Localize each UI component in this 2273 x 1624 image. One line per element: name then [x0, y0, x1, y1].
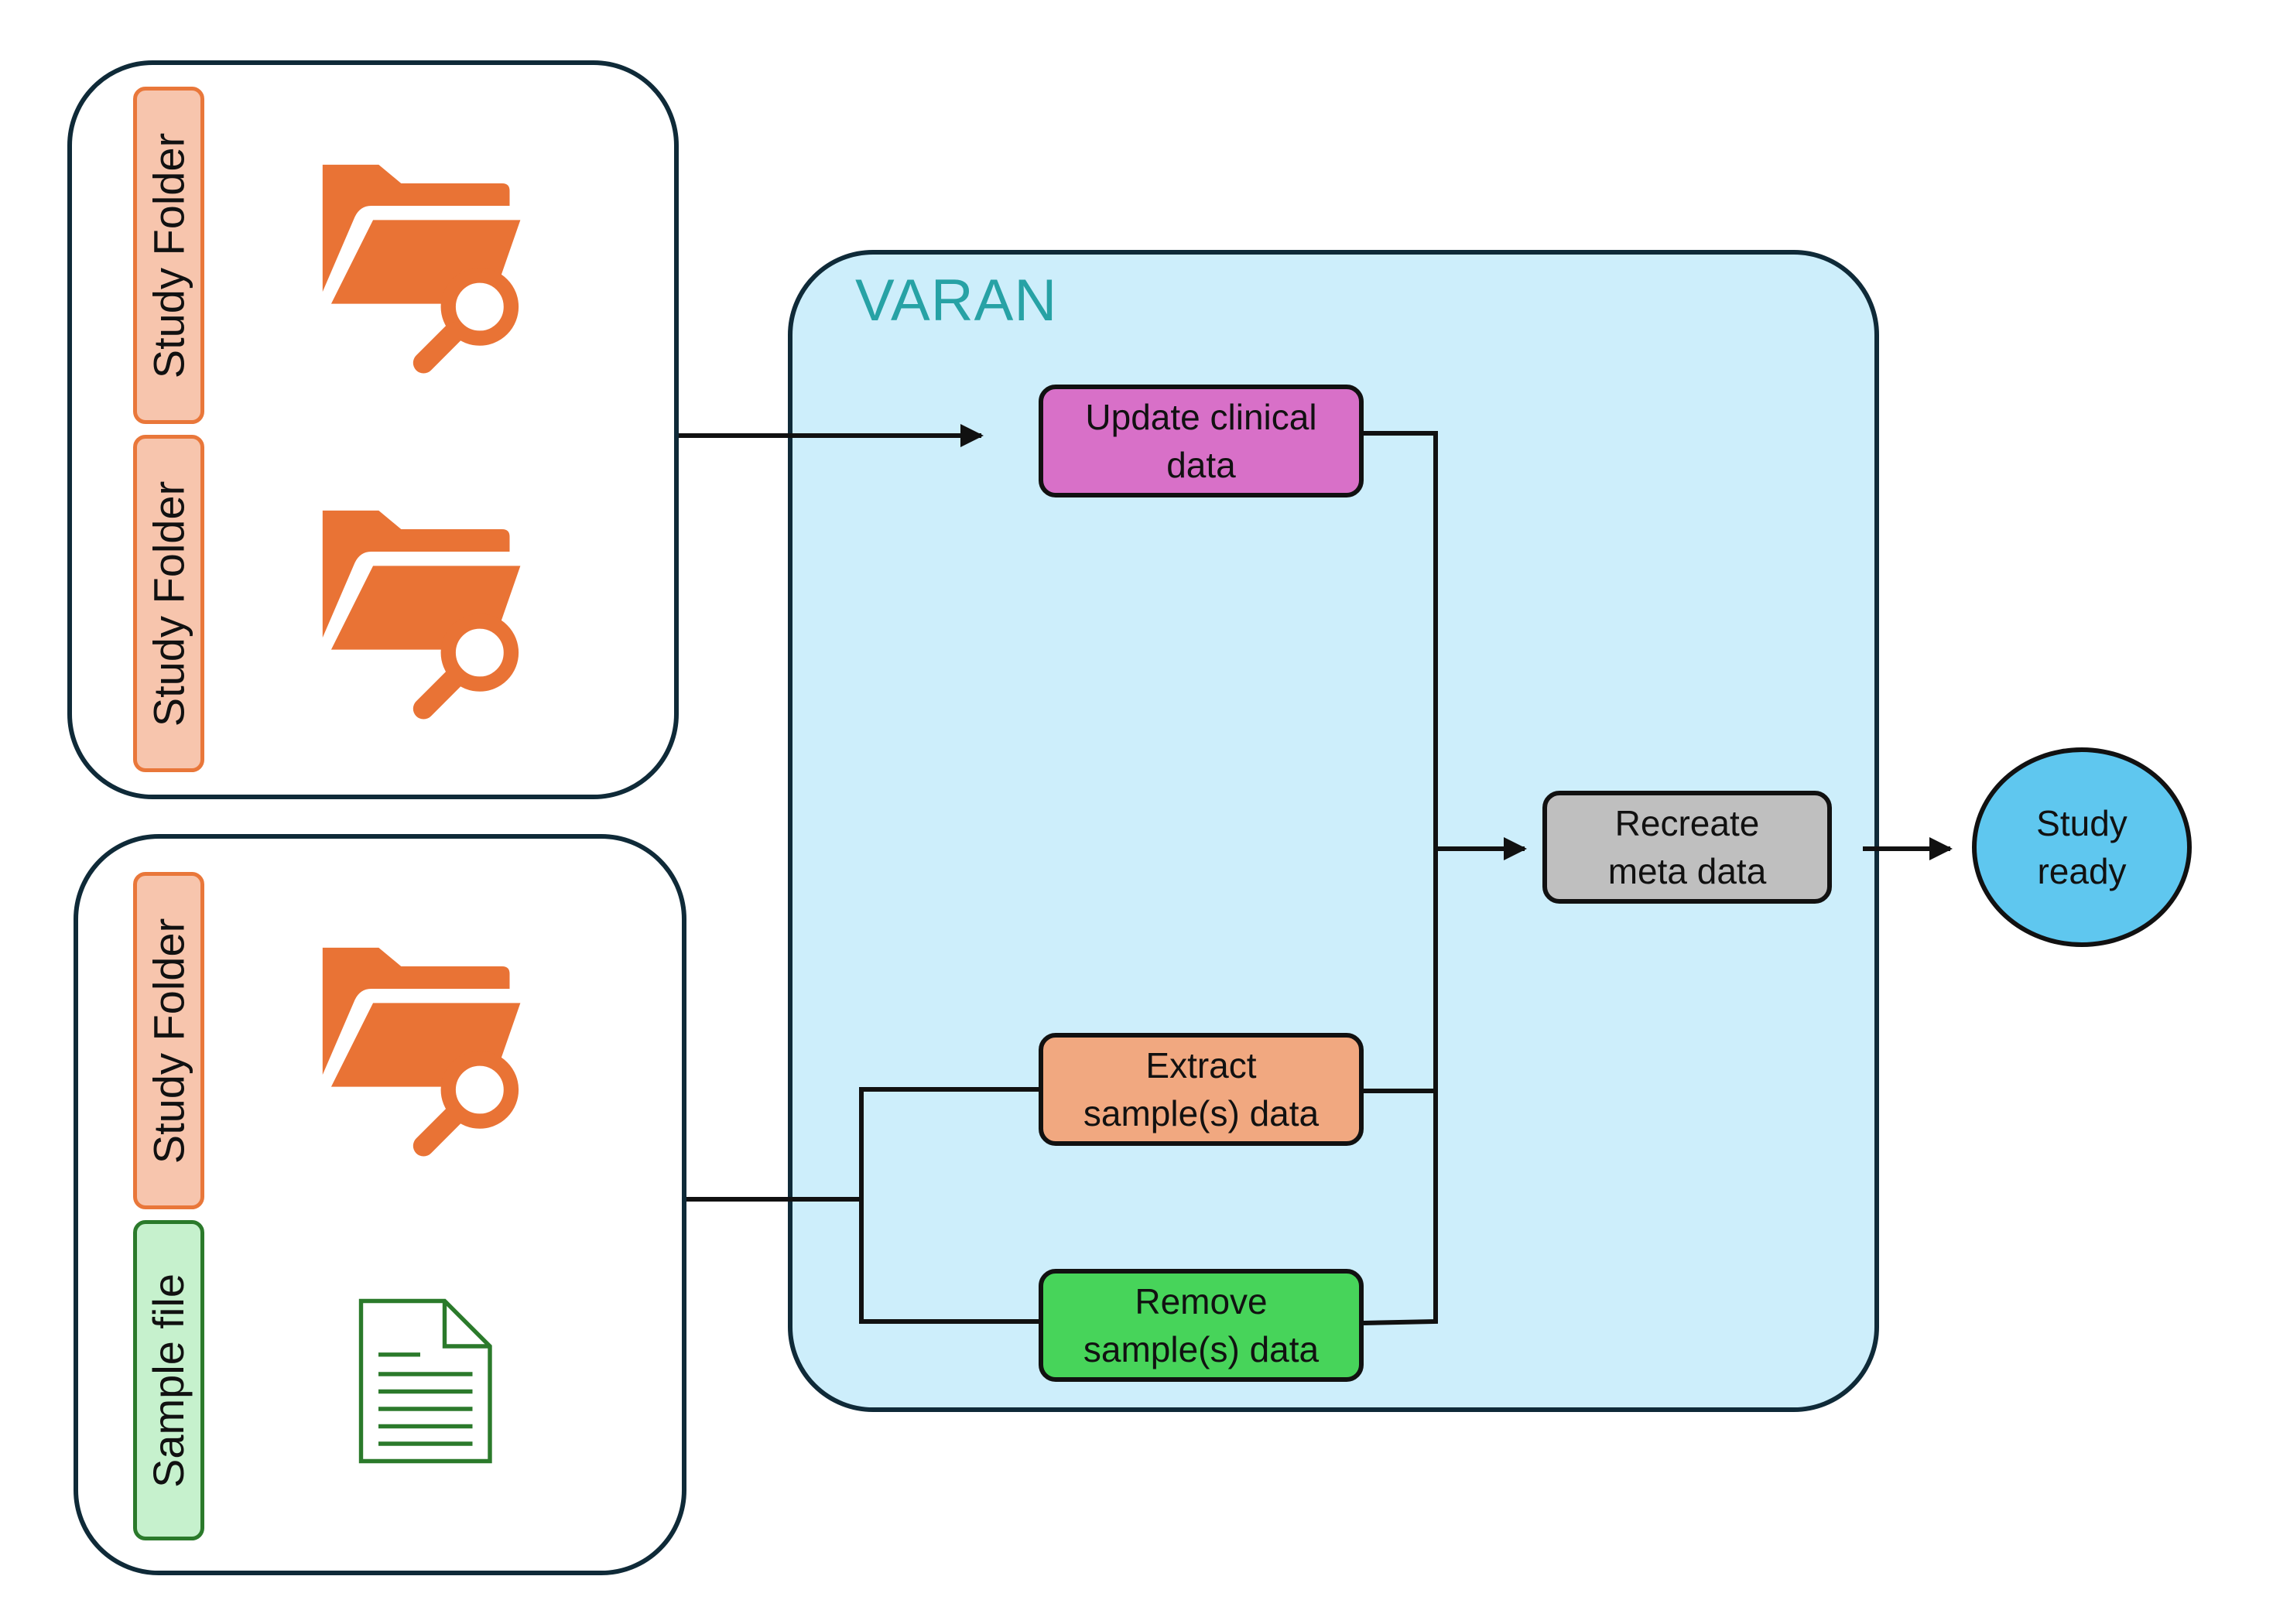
recreate-meta-data-step: Recreate meta data: [1542, 791, 1832, 904]
split-line: [859, 1087, 1041, 1324]
extract-samples-step: Extract sample(s) data: [1039, 1033, 1364, 1146]
folder-search-icon: [321, 164, 529, 374]
folder-search-icon: [321, 947, 529, 1157]
study-folder-label: Study Folder: [133, 435, 204, 772]
folder-search-icon: [321, 510, 529, 720]
varan-title: VARAN: [855, 268, 1058, 333]
study-ready-terminal: Study ready: [1972, 747, 2192, 947]
collector-line: [1363, 431, 1438, 1325]
sample-file-label: Sample file: [133, 1220, 204, 1540]
study-folder-label: Study Folder: [133, 87, 204, 424]
remove-samples-step: Remove sample(s) data: [1039, 1269, 1364, 1382]
document-icon: [358, 1298, 492, 1464]
update-clinical-data-step: Update clinical data: [1039, 385, 1364, 497]
study-folder-label: Study Folder: [133, 872, 204, 1209]
